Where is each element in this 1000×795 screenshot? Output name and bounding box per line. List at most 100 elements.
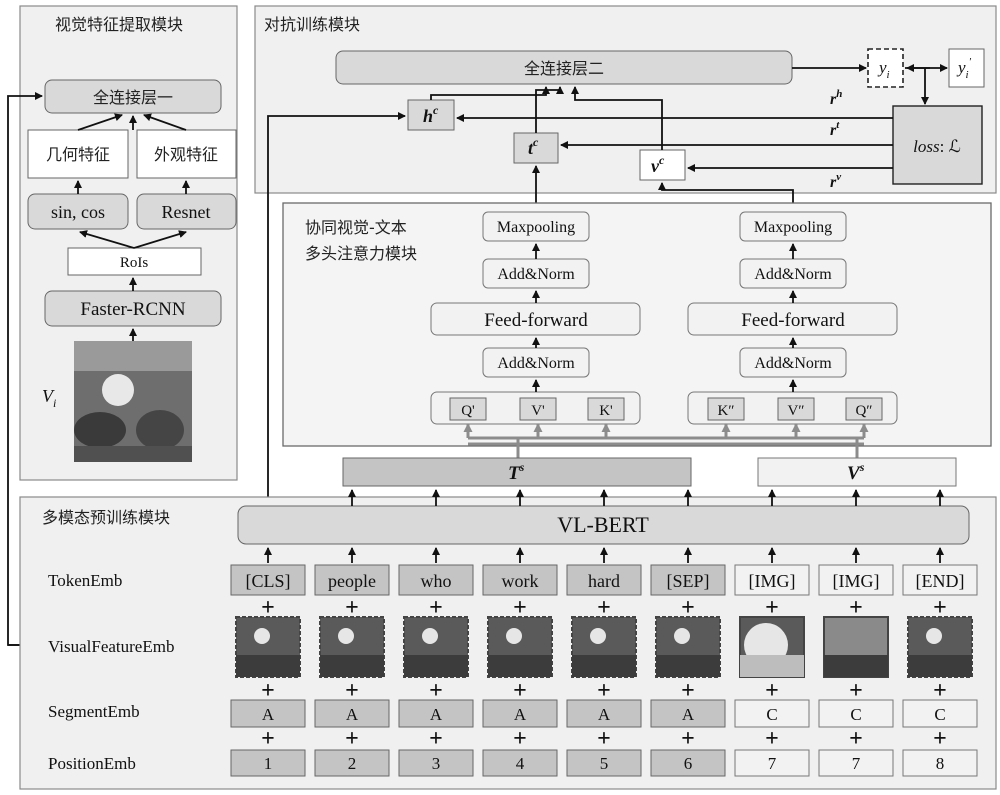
position-box — [566, 749, 642, 777]
segment-box — [734, 699, 810, 728]
plus-sign: + — [429, 726, 443, 752]
visual-feature-thumbnail — [487, 616, 553, 678]
loss-box — [892, 105, 983, 185]
plus-sign: + — [681, 678, 695, 704]
y-pred-box — [867, 48, 904, 88]
position-label: 4 — [516, 754, 525, 773]
plus-sign: + — [261, 595, 275, 621]
segment-label: A — [430, 705, 443, 724]
left-v-box — [519, 397, 557, 421]
vi-label: Vi — [42, 386, 56, 410]
segment-label: A — [514, 705, 527, 724]
token-label: [SEP] — [666, 571, 709, 591]
coattention-title-2: 多头注意力模块 — [305, 244, 417, 263]
tc-label: tc — [528, 135, 539, 158]
right-v-box — [777, 397, 815, 421]
position-box — [482, 749, 558, 777]
rh-label: rh — [830, 88, 842, 108]
plus-sign: + — [681, 726, 695, 752]
sincos-label: sin, cos — [51, 202, 105, 222]
token-box — [314, 564, 390, 596]
plus-sign: + — [849, 726, 863, 752]
token-label: [IMG] — [833, 571, 880, 591]
frcnn-label: Faster-RCNN — [80, 299, 185, 320]
position-label: 6 — [684, 754, 693, 773]
token-label: hard — [588, 571, 620, 591]
geo-feature-label: 几何特征 — [46, 145, 110, 164]
visual-emb-label: VisualFeatureEmb — [48, 637, 174, 656]
hc-label: hc — [423, 103, 439, 126]
position-label: 2 — [348, 754, 357, 773]
pretrain-module-title: 多模态预训练模块 — [42, 508, 170, 527]
y-true-box — [948, 48, 985, 88]
plus-sign: + — [345, 726, 359, 752]
segment-box — [650, 699, 726, 728]
token-box — [650, 564, 726, 596]
plus-sign: + — [429, 595, 443, 621]
position-label: 7 — [768, 754, 777, 773]
text-output-bar — [342, 457, 692, 487]
right-addnorm-bottom-label: Add&Norm — [754, 355, 832, 372]
token-label: work — [502, 571, 539, 591]
plus-sign: + — [765, 678, 779, 704]
visual-feature-thumbnail — [319, 616, 385, 678]
segment-box — [230, 699, 306, 728]
right-q-label: Q″ — [855, 403, 872, 419]
vc-label: vc — [651, 153, 665, 176]
token-box — [482, 564, 558, 596]
visual-feature-thumbnail — [655, 616, 721, 678]
right-feedforward-label: Feed-forward — [741, 310, 845, 331]
position-box — [902, 749, 978, 777]
segment-box — [566, 699, 642, 728]
visual-module-title: 视觉特征提取模块 — [55, 15, 183, 34]
adversarial-module-title: 对抗训练模块 — [264, 15, 360, 34]
position-box — [818, 749, 894, 777]
token-box — [734, 564, 810, 596]
position-box — [650, 749, 726, 777]
rv-label: rv — [830, 171, 841, 191]
left-q-label: Q' — [461, 403, 475, 419]
right-k-label: K″ — [717, 403, 734, 419]
y-pred-label: yi — [877, 58, 890, 81]
left-k-label: K' — [599, 403, 613, 419]
visual-feature-thumbnail — [403, 616, 469, 678]
position-label: 5 — [600, 754, 609, 773]
visual-output-label: Vs — [847, 460, 865, 484]
token-box — [902, 564, 978, 596]
coattention-title-1: 协同视觉-文本 — [305, 218, 407, 237]
plus-sign: + — [261, 678, 275, 704]
plus-sign: + — [345, 678, 359, 704]
segment-label: A — [598, 705, 611, 724]
embedding-rows: [CLS]++A+1people++A+2who++A+3work++A+4ha… — [230, 547, 978, 777]
plus-sign: + — [345, 595, 359, 621]
segment-box — [314, 699, 390, 728]
segment-emb-label: SegmentEmb — [48, 702, 140, 721]
token-label: [END] — [916, 571, 965, 591]
rt-label: rt — [830, 119, 840, 139]
plus-sign: + — [597, 678, 611, 704]
left-maxpooling-box — [482, 211, 590, 242]
segment-label: C — [850, 705, 861, 724]
visual-feature-thumbnail — [739, 616, 805, 678]
plus-sign: + — [933, 595, 947, 621]
left-q-box — [449, 397, 487, 421]
hc-box — [407, 99, 455, 131]
rois-label: RoIs — [120, 255, 149, 271]
position-label: 8 — [936, 754, 945, 773]
position-label: 7 — [852, 754, 861, 773]
app-feature-label: 外观特征 — [154, 145, 218, 164]
segment-box — [482, 699, 558, 728]
vc-box — [639, 149, 686, 181]
right-maxpooling-label: Maxpooling — [754, 219, 832, 236]
plus-sign: + — [597, 726, 611, 752]
visual-feature-thumbnail — [571, 616, 637, 678]
plus-sign: + — [429, 678, 443, 704]
left-maxpooling-label: Maxpooling — [497, 219, 575, 236]
input-image — [74, 341, 192, 462]
position-box — [230, 749, 306, 777]
tc-box — [513, 132, 559, 164]
resnet-label: Resnet — [162, 202, 211, 222]
loss-label: loss: ℒ — [913, 137, 961, 156]
token-label: people — [328, 571, 376, 591]
